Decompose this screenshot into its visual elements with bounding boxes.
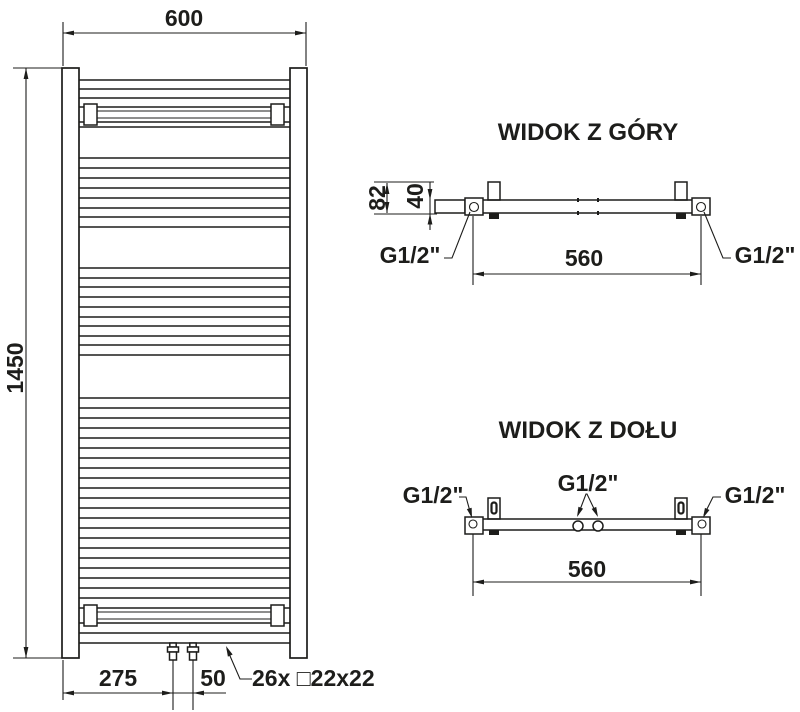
bracket-slot xyxy=(677,501,685,515)
connection-block xyxy=(464,516,484,535)
arrowhead xyxy=(226,646,233,657)
thread-label-bottom-right: G1/2" xyxy=(703,482,786,518)
bar-boss xyxy=(83,103,98,126)
arrowhead xyxy=(63,30,74,36)
arrowhead xyxy=(23,647,29,658)
dim-valve-spacing-50: 50 xyxy=(173,665,226,696)
thread-label-top-right: G1/2" xyxy=(703,211,796,268)
bracket-foot xyxy=(489,213,499,219)
leader-line xyxy=(226,648,252,680)
arrowhead xyxy=(295,30,306,36)
arrowhead xyxy=(427,189,433,200)
wall-bracket xyxy=(487,497,501,520)
wall-bracket xyxy=(487,181,501,201)
arrowhead xyxy=(473,271,484,277)
dim-connections-label: 560 xyxy=(565,245,603,271)
dim-depth-label: 82 xyxy=(364,185,390,211)
top-hanger-bar xyxy=(79,103,290,126)
dim-valve-spacing-label: 50 xyxy=(200,665,226,691)
thread-size-label: G1/2" xyxy=(380,242,441,268)
left-valve-extension xyxy=(434,199,466,214)
bottom-hanger-bar xyxy=(79,604,290,627)
center-connection xyxy=(572,520,584,532)
dim-connections-560-top: 560 xyxy=(472,216,702,285)
arrowhead xyxy=(703,507,710,518)
dim-depth-82: 82 xyxy=(364,181,437,215)
wall-bracket xyxy=(674,497,688,520)
arrowhead xyxy=(473,579,484,585)
thread-size-label: G1/2" xyxy=(403,482,464,508)
bracket-slot xyxy=(490,501,498,515)
leader-line xyxy=(703,211,731,259)
right-collector xyxy=(289,67,308,659)
arrowhead xyxy=(162,690,173,696)
thread-size-label: G1/2" xyxy=(725,482,786,508)
arrowhead xyxy=(577,506,584,517)
arrowhead xyxy=(63,690,74,696)
arrowhead xyxy=(193,690,204,696)
thread-size-label: G1/2" xyxy=(558,470,619,496)
bracket-foot xyxy=(489,530,499,535)
dim-valve-offset-label: 275 xyxy=(99,665,138,691)
leader-line xyxy=(444,211,471,259)
top-view: WIDOK Z GÓRY 82 40 xyxy=(364,118,795,285)
dim-height-1450: 1450 xyxy=(2,67,62,659)
tube-lines xyxy=(79,79,290,644)
center-connection xyxy=(592,520,604,532)
dim-width-label: 600 xyxy=(165,5,203,31)
arrowhead xyxy=(23,68,29,79)
bar-boss xyxy=(83,604,98,627)
valve-body xyxy=(188,651,198,661)
thread-hole xyxy=(468,201,480,213)
leader-line xyxy=(577,493,598,516)
front-view: 600 1450 275 50 26x □ xyxy=(2,5,375,710)
valve-body xyxy=(168,651,178,661)
top-view-title: WIDOK Z GÓRY xyxy=(498,118,678,146)
bar-boss xyxy=(270,103,285,126)
dim-height-label: 1450 xyxy=(2,342,28,393)
wall-bracket xyxy=(674,181,688,201)
bottom-view: WIDOK Z DOŁU G1/2" G1/2" xyxy=(403,417,786,596)
tube-spec-callout: 26x □22x22 xyxy=(226,646,375,691)
arrowhead xyxy=(690,579,701,585)
bracket-foot xyxy=(676,530,686,535)
bottom-view-title: WIDOK Z DOŁU xyxy=(499,417,678,444)
thread-size-label: G1/2" xyxy=(735,242,796,268)
dim-connections-560-bottom: 560 xyxy=(472,534,702,596)
bar-boss xyxy=(270,604,285,627)
thread-label-top-left: G1/2" xyxy=(380,211,471,268)
bottom-valve-left xyxy=(166,642,180,710)
arrowhead xyxy=(466,507,472,518)
connection-block xyxy=(464,197,484,216)
dim-axis-40: 40 xyxy=(402,182,433,230)
arrowhead xyxy=(591,506,598,517)
connection-block xyxy=(691,197,711,216)
thread-hole xyxy=(695,201,707,213)
left-collector xyxy=(61,67,80,659)
tube-spec-label: 26x □22x22 xyxy=(252,665,375,691)
dim-axis-label: 40 xyxy=(402,183,428,209)
thread-label-bottom-left: G1/2" xyxy=(403,482,472,518)
dim-connections-label: 560 xyxy=(568,556,606,582)
thread-hole xyxy=(697,519,707,529)
arrowhead xyxy=(384,202,390,213)
thread-hole xyxy=(468,519,478,529)
bottom-valve-right xyxy=(186,642,200,710)
dim-valve-offset-275: 275 xyxy=(62,660,173,700)
connection-block xyxy=(691,516,711,535)
arrowhead xyxy=(384,183,390,194)
thread-label-bottom-center: G1/2" xyxy=(558,470,619,517)
bracket-foot xyxy=(676,213,686,219)
arrowhead xyxy=(690,271,701,277)
arrowhead xyxy=(427,213,433,225)
dim-width-600: 600 xyxy=(62,5,307,66)
